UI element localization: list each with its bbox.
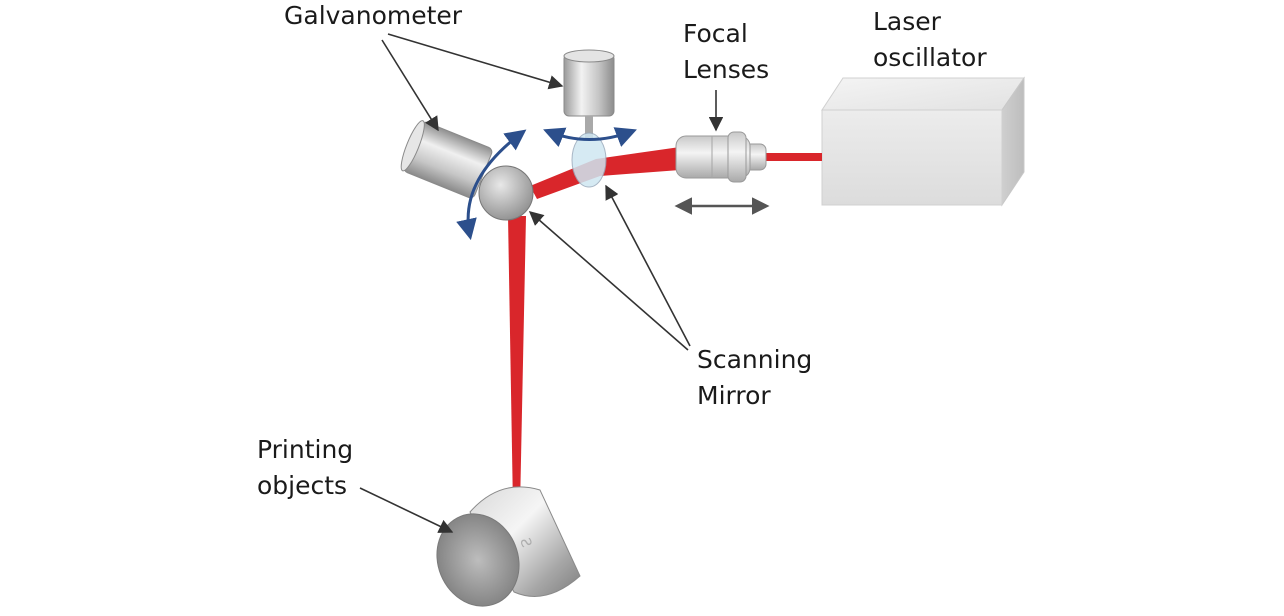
- scanning-mirror-side: [478, 165, 534, 221]
- leader-lines: [359, 33, 724, 533]
- scanning-mirror-top: [571, 132, 607, 188]
- laser-beam-to-object: [508, 216, 526, 508]
- printing-object: Ƨ: [436, 486, 581, 607]
- galvanometer-label: Galvanometer: [284, 1, 463, 30]
- rotation-arrow-left: [456, 129, 527, 241]
- scanning-mirror-label-line1: Scanning: [697, 345, 813, 374]
- leader-printing-objects: [359, 487, 454, 533]
- printing-object-face: [436, 513, 520, 607]
- leader-galvanometer-top: [387, 33, 564, 90]
- laser-oscillator-label-line1: Laser: [873, 7, 941, 36]
- galvanometer-left: [400, 120, 534, 221]
- rotation-arrow-top: [543, 127, 637, 148]
- focal-lenses-label-line1: Focal: [683, 19, 748, 48]
- printing-objects-label-line2: objects: [257, 471, 348, 500]
- laser-oscillator: [821, 76, 1025, 207]
- leader-galvanometer-left: [381, 39, 439, 132]
- laser-beam-to-mirror: [530, 147, 680, 199]
- laser-oscillator-label-line2: oscillator: [873, 43, 987, 72]
- laser-beam: [508, 147, 822, 514]
- printing-objects-label-line1: Printing: [257, 435, 354, 464]
- scanning-mirror-label-line2: Mirror: [697, 381, 771, 410]
- leader-scanning-mirror-top: [605, 184, 691, 347]
- leader-scanning-mirror-side: [528, 211, 689, 351]
- focal-lenses: [675, 131, 767, 183]
- focal-lenses-label-line2: Lenses: [683, 55, 770, 84]
